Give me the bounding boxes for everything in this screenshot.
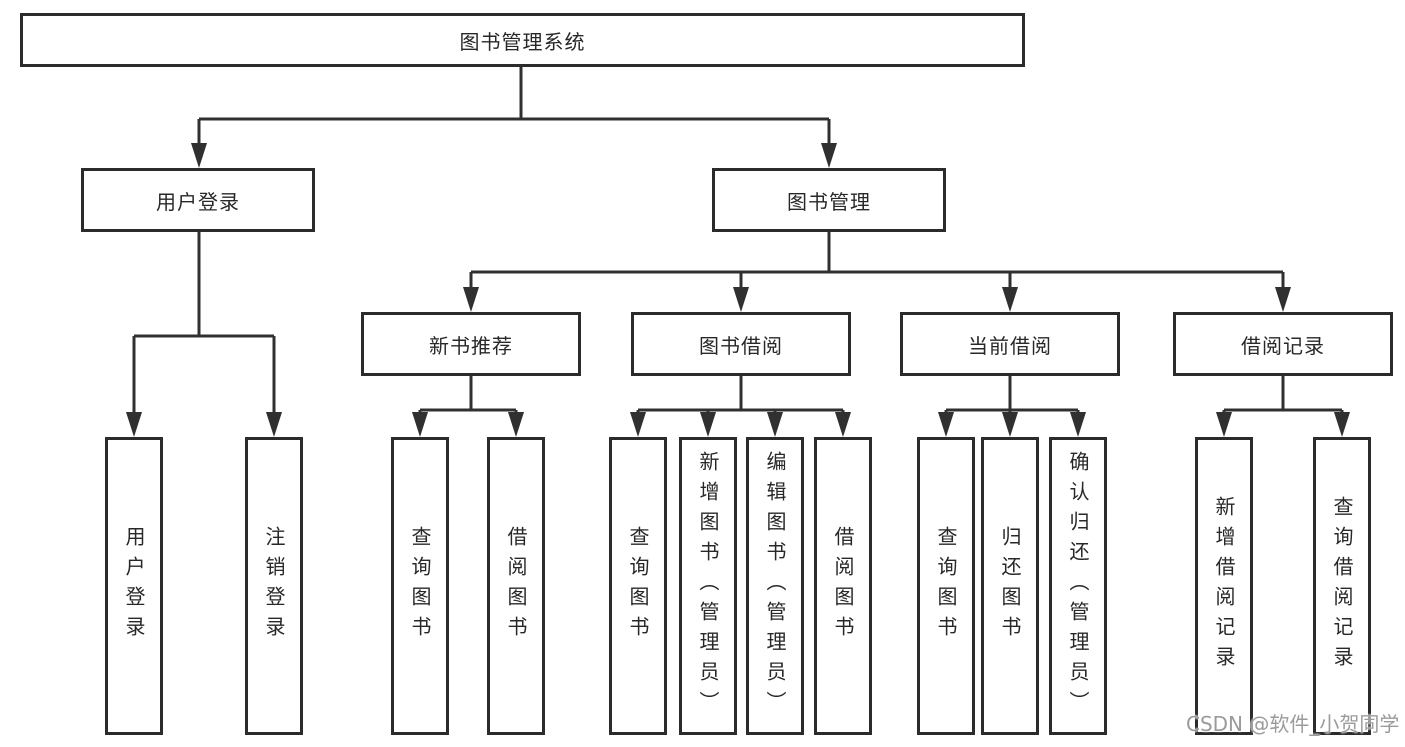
leaf-recommend-query-books: 查询图书 [391,437,449,735]
leaf-return-books: 归还图书 [981,437,1039,735]
edge-login-to-leaves [126,232,282,437]
leaf-edit-books-admin: 编辑图书（管理员） [746,437,804,735]
leaf-user-login: 用户登录 [105,437,163,735]
edge-records-to-leaves [1216,376,1350,437]
leaf-add-borrow-record: 新增借阅记录 [1195,437,1253,735]
edge-mgmt-to-sections [463,232,1291,312]
leaf-user-login-label: 用户登录 [122,526,146,646]
edge-current-to-leaves [938,376,1086,437]
leaf-add-books-admin: 新增图书（管理员） [679,437,737,735]
leaf-recommend-query-books-label: 查询图书 [408,526,432,646]
leaf-current-query-books-label: 查询图书 [934,526,958,646]
edge-root-to-level2 [191,67,837,168]
node-new-book-recommend: 新书推荐 [361,312,581,376]
leaf-confirm-return-admin: 确认归还（管理员） [1049,437,1107,735]
leaf-add-books-admin-label: 新增图书（管理员） [696,451,720,721]
node-current-borrowing-label: 当前借阅 [968,333,1052,358]
leaf-logout-label: 注销登录 [262,526,286,646]
leaf-add-borrow-record-label: 新增借阅记录 [1212,496,1236,676]
leaf-query-borrow-record: 查询借阅记录 [1313,437,1371,735]
leaf-edit-books-admin-label: 编辑图书（管理员） [763,451,787,721]
node-book-borrowing: 图书借阅 [631,312,851,376]
node-user-login: 用户登录 [81,168,315,232]
leaf-query-borrow-record-label: 查询借阅记录 [1330,496,1354,676]
leaf-borrowing-borrow-books-label: 借阅图书 [831,526,855,646]
leaf-borrowing-query-books-label: 查询图书 [626,526,650,646]
leaf-borrowing-borrow-books: 借阅图书 [814,437,872,735]
leaf-logout: 注销登录 [245,437,303,735]
node-book-borrowing-label: 图书借阅 [699,333,783,358]
node-current-borrowing: 当前借阅 [900,312,1120,376]
edge-borrow-to-leaves [630,376,851,437]
node-borrowing-records-label: 借阅记录 [1241,333,1325,358]
node-user-login-label: 用户登录 [156,189,240,214]
node-borrowing-records: 借阅记录 [1173,312,1393,376]
node-root-system-label: 图书管理系统 [459,29,586,54]
csdn-watermark: CSDN @软件_小贺同学 [1186,712,1400,736]
node-new-book-recommend-label: 新书推荐 [429,333,513,358]
leaf-return-books-label: 归还图书 [998,526,1022,646]
leaf-confirm-return-admin-label: 确认归还（管理员） [1066,451,1090,721]
edge-newbook-to-leaves [412,376,524,437]
node-root-system: 图书管理系统 [20,13,1025,67]
leaf-current-query-books: 查询图书 [917,437,975,735]
leaf-recommend-borrow-books: 借阅图书 [487,437,545,735]
leaf-borrowing-query-books: 查询图书 [609,437,667,735]
node-book-management-label: 图书管理 [787,189,871,214]
node-book-management: 图书管理 [712,168,946,232]
leaf-recommend-borrow-books-label: 借阅图书 [504,526,528,646]
